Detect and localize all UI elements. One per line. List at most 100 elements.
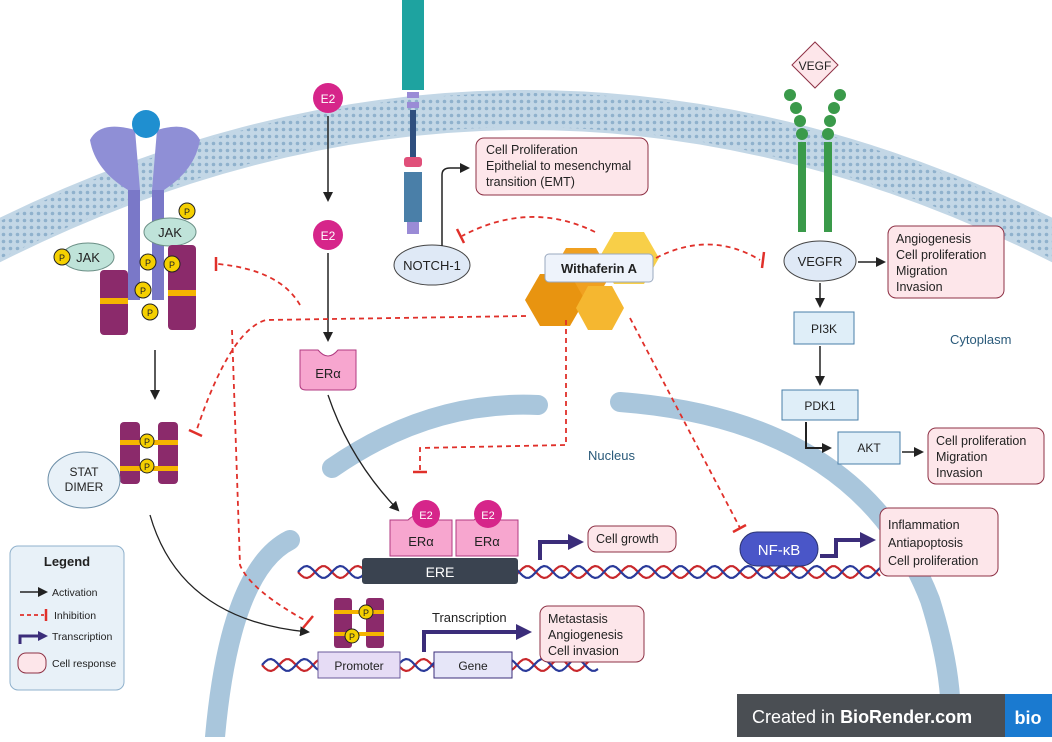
svg-text:Withaferin A: Withaferin A (561, 261, 638, 276)
transcription-arrow (820, 538, 862, 558)
phospho-icon: P (163, 255, 181, 273)
svg-text:Cell proliferation: Cell proliferation (896, 248, 986, 262)
phospho-icon: P (53, 248, 71, 266)
notch-node: NOTCH-1 (393, 244, 471, 286)
legend: Legend Activation Inhibition Transcripti… (9, 545, 125, 691)
legend-cell-response-icon (17, 652, 47, 674)
gene-box: Gene (433, 651, 513, 679)
activation-arrow (327, 394, 400, 512)
e2-mid: E2 (313, 220, 343, 250)
svg-text:Gene: Gene (458, 659, 488, 673)
phospho-icon: P (178, 202, 196, 220)
pdk1-node: PDK1 (781, 389, 859, 421)
er-response-box: Cell growth (587, 525, 677, 553)
svg-text:E2: E2 (321, 229, 336, 243)
svg-text:P: P (363, 608, 369, 618)
svg-text:ERα: ERα (315, 366, 341, 381)
svg-text:P: P (144, 437, 150, 447)
svg-text:AKT: AKT (857, 441, 881, 455)
svg-text:Cell invasion: Cell invasion (548, 644, 619, 658)
nfkb-node: NF-κB (739, 531, 819, 567)
transcription-label: Transcription (432, 610, 507, 625)
svg-text:Cell response: Cell response (52, 658, 116, 670)
svg-text:Cell growth: Cell growth (596, 532, 659, 546)
phospho-icon: P (141, 303, 159, 321)
nfkb-response-box: Inflammation Antiapoptosis Cell prolifer… (879, 507, 999, 577)
svg-text:Transcription: Transcription (52, 631, 112, 643)
svg-text:P: P (349, 632, 355, 642)
withaferin-a: Withaferin A (525, 232, 659, 330)
svg-text:ERE: ERE (426, 564, 455, 580)
ere-complex: E2 E2 ERα ERα ERE (362, 500, 519, 584)
svg-text:P: P (147, 308, 153, 318)
svg-text:PDK1: PDK1 (804, 399, 836, 413)
svg-text:E2: E2 (321, 92, 336, 106)
transcription-arrow (538, 540, 570, 560)
svg-text:ERα: ERα (474, 534, 500, 549)
stat-response-box: Metastasis Angiogenesis Cell invasion (539, 605, 645, 663)
biorender-watermark: Created in BioRender.com bio (737, 694, 1052, 737)
jak-right-label: JAK (158, 225, 182, 240)
stat-dimer-label: STAT DIMER (47, 451, 121, 509)
vegfr-receptor (784, 89, 846, 232)
svg-text:Metastasis: Metastasis (548, 612, 608, 626)
promoter-box: Promoter (317, 651, 401, 679)
transcription-arrow (422, 630, 518, 652)
biorender-logo: bio (1015, 708, 1042, 728)
cell-membrane (0, 90, 1052, 263)
notch-response-box: Cell Proliferation Epithelial to mesench… (475, 137, 649, 196)
svg-text:Antiapoptosis: Antiapoptosis (888, 536, 963, 550)
transcription-arrowhead (860, 532, 876, 548)
svg-text:VEGF: VEGF (799, 59, 832, 73)
svg-text:VEGFR: VEGFR (798, 254, 843, 269)
svg-text:Cell Proliferation: Cell Proliferation (486, 143, 578, 157)
svg-text:Promoter: Promoter (334, 659, 383, 673)
akt-response-box: Cell proliferation Migration Invasion (927, 427, 1045, 485)
svg-text:Inflammation: Inflammation (888, 518, 960, 532)
svg-text:Inhibition: Inhibition (54, 610, 96, 622)
nucleus-label: Nucleus (588, 448, 635, 463)
notch-receptor (402, 0, 424, 234)
svg-text:Migration: Migration (896, 264, 947, 278)
activation-arrow (805, 422, 832, 453)
legend-title: Legend (44, 554, 90, 569)
activation-arrow (441, 163, 470, 246)
phospho-icon: P (134, 281, 152, 299)
svg-text:Invasion: Invasion (896, 280, 943, 294)
activation-arrow (149, 514, 310, 637)
vegfr-node: VEGFR (783, 240, 857, 282)
svg-text:P: P (184, 207, 190, 217)
inhibition-lines (195, 216, 761, 623)
svg-text:P: P (140, 286, 146, 296)
svg-text:DIMER: DIMER (65, 480, 104, 494)
vegfr-response-box: Angiogenesis Cell proliferation Migratio… (887, 225, 1005, 299)
svg-text:Angiogenesis: Angiogenesis (548, 628, 623, 642)
svg-text:ERα: ERα (408, 534, 434, 549)
svg-text:P: P (144, 462, 150, 472)
svg-text:STAT: STAT (70, 465, 100, 479)
svg-text:Migration: Migration (936, 450, 987, 464)
svg-text:Activation: Activation (52, 587, 98, 599)
transcription-arrowhead (516, 624, 532, 640)
svg-text:NF-κB: NF-κB (758, 542, 801, 559)
svg-text:Created in BioRender.com: Created in BioRender.com (752, 707, 972, 727)
akt-node: AKT (837, 431, 901, 465)
svg-text:Epithelial to mesenchymal: Epithelial to mesenchymal (486, 159, 631, 173)
jak-left-label: JAK (76, 250, 100, 265)
pi3k-node: PI3K (793, 311, 855, 345)
stat-dimer: P P (120, 422, 178, 484)
svg-text:PI3K: PI3K (811, 322, 837, 336)
svg-text:P: P (169, 260, 175, 270)
vegf-ligand: VEGF (791, 41, 839, 89)
stat-dimer-promoter: P P (334, 598, 384, 648)
transcription-arrowhead (568, 534, 584, 550)
svg-text:P: P (59, 253, 65, 263)
jak-receptor: JAK JAK P P P P P P (53, 110, 200, 335)
svg-text:P: P (145, 258, 151, 268)
legend-transcription-icon (18, 634, 40, 644)
er-alpha-cytoplasm: ERα (299, 349, 357, 391)
svg-text:E2: E2 (481, 510, 494, 522)
svg-text:Invasion: Invasion (936, 466, 983, 480)
